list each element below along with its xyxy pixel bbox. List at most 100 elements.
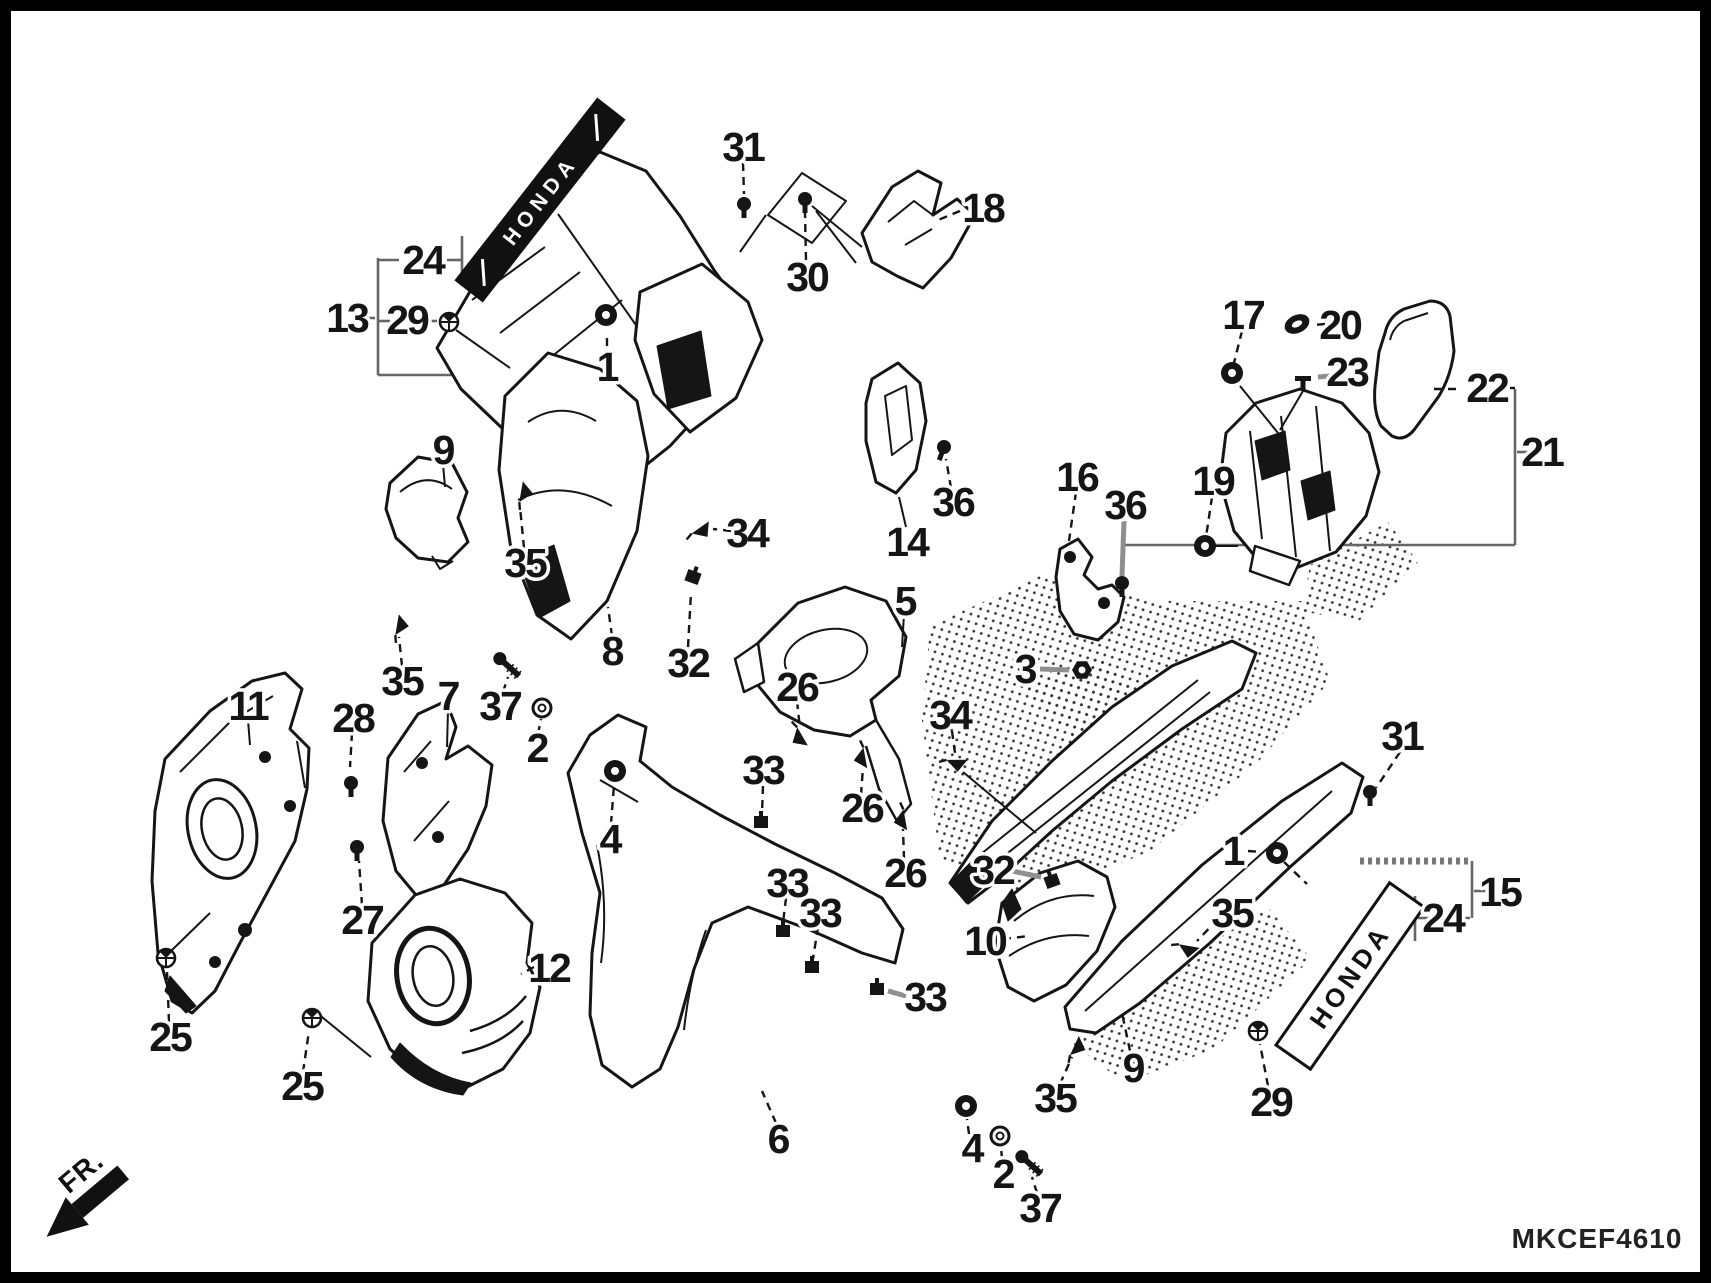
part-inner-duct-8-black [518,544,571,619]
fr-arrow-shaft [71,1165,130,1218]
clipsq-fastener-icon [1043,869,1061,890]
washer-fastener-icon [531,697,553,719]
part-panel-7-bolt1 [416,757,428,769]
diagram-code: MKCEF4610 [1512,1223,1683,1254]
leader-line [803,211,808,261]
fr-direction-arrow: FR. [46,1145,130,1237]
part-fairing-pocket-black [656,330,712,410]
cliptri-fastener-icon [853,739,868,769]
callout-37: 37 [1019,1185,1061,1231]
cliptri-fastener-icon [685,521,709,541]
leader-line [1119,520,1127,577]
leader-line [518,506,526,549]
callout-35: 35 [381,658,424,704]
leader-lines [165,162,1515,1194]
callout-11: 11 [228,683,269,729]
leader-line [965,1118,971,1135]
callout-35: 35 [504,540,547,586]
callout-26: 26 [841,785,884,831]
callout-1: 1 [1223,828,1245,874]
callout-13: 13 [326,295,369,341]
callout-33: 33 [742,747,785,793]
callout-34: 34 [929,692,973,738]
callout-5: 5 [895,578,917,624]
callout-22: 22 [1466,365,1509,411]
leader-line [348,732,354,768]
leader-line [1239,385,1279,434]
callout-26: 26 [776,664,819,710]
leader-line [811,205,863,248]
callout-35: 35 [1211,890,1254,936]
grommet-fastener-icon [955,1095,977,1117]
leader-line [781,897,788,924]
clipsq-fastener-icon [805,956,819,973]
leader-line [501,676,510,693]
leader-line [247,719,251,746]
callout-1: 1 [597,344,619,390]
boltl-fastener-icon [1015,1150,1044,1177]
part-cowl-10-detail [975,679,1211,869]
bolt-fastener-icon [798,192,812,213]
callout-10: 10 [964,918,1007,964]
leader-line [397,636,404,667]
part-cover-11-detail [179,695,306,789]
part-cover-11-hole1 [259,751,271,763]
callout-2: 2 [993,1151,1015,1197]
callout-34: 34 [726,510,770,556]
leader-line [316,1012,372,1058]
part-panel-7 [381,699,494,897]
callout-16: 16 [1056,454,1099,500]
leader-line [1247,849,1263,854]
callout-20: 20 [1319,302,1362,348]
leader-line [741,162,746,195]
part-cover-12-ring-outer [394,925,472,1027]
callout-32: 32 [667,640,710,686]
part-stay-14 [864,361,928,495]
leader-line [712,527,732,533]
screw-fastener-icon [301,1007,323,1029]
leader-line [442,463,446,488]
cliptri-fastener-icon [893,801,908,831]
callout-26: 26 [884,850,927,896]
stipple-area [1302,522,1418,622]
part-bracket-18 [860,169,977,290]
leader-line [795,700,802,730]
callout-25: 25 [281,1063,324,1109]
callout-6: 6 [768,1116,790,1162]
callout-35: 35 [1034,1075,1077,1121]
honda-sticker-side: HONDA [1273,880,1427,1072]
bolt-fastener-icon [344,776,358,797]
cliptri-fastener-icon [394,614,409,643]
leader-line [1279,390,1304,431]
callout-19: 19 [1192,458,1235,504]
callout-29: 29 [386,297,429,343]
leader-line [1058,1056,1074,1085]
callout-4: 4 [962,1125,985,1171]
leader-line [357,860,364,906]
part-cover-11-speaker-outer [185,778,259,880]
callout-33: 33 [766,860,809,906]
clipsq-fastener-icon [870,978,884,995]
part-cap-5-flange [733,641,766,694]
callout-30: 30 [786,254,829,300]
leader-line [1011,868,1042,880]
cliptri-fastener-icon [1171,943,1200,958]
leader-line [165,970,171,1023]
part-stay-16-bolt2 [1098,597,1110,609]
nut-fastener-icon [1072,661,1092,679]
leader-line [999,1146,1004,1160]
callout-32: 32 [972,847,1015,893]
screw-fastener-icon [438,311,460,333]
part-cover-19-21-black1 [1254,430,1291,481]
stipple-area [1072,907,1311,1083]
grommet-fastener-icon [604,760,626,782]
callout-3: 3 [1015,646,1037,692]
part-fairing-panel-13-detail [471,213,691,403]
part-cap-5 [754,585,908,738]
part-panel-7-bolt2 [432,831,444,843]
leader-line [171,912,211,951]
grommet-fastener-icon [1221,362,1243,384]
part-cover-9-right-detail [1008,894,1095,957]
leader-line [944,458,953,489]
